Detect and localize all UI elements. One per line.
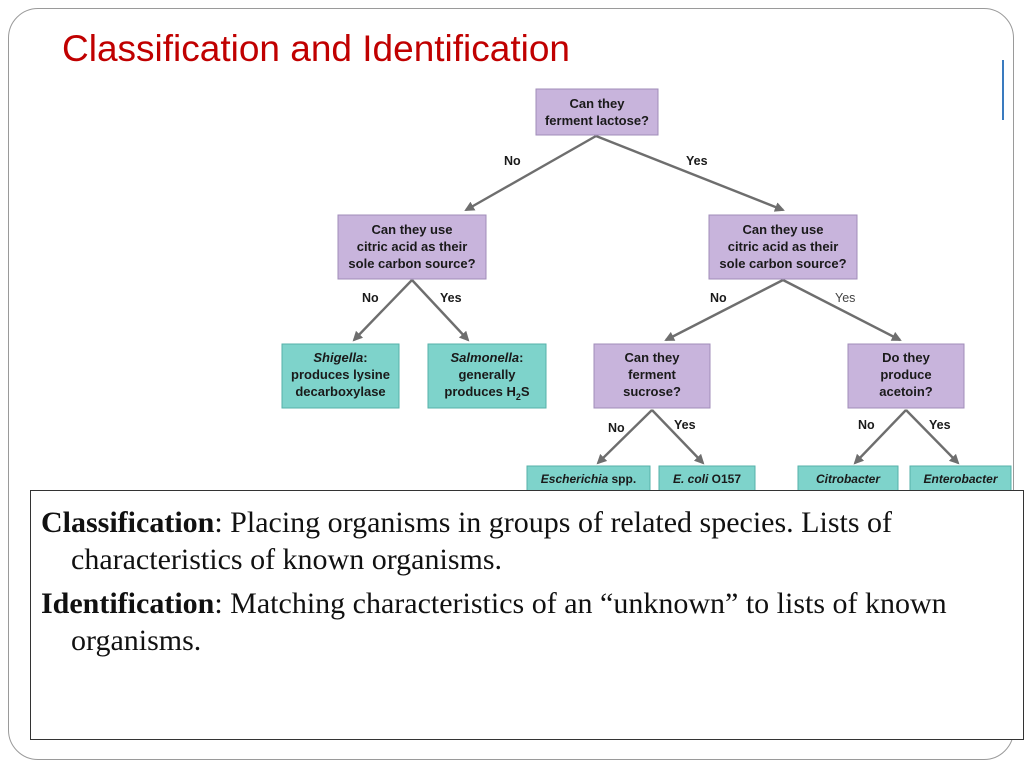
classification-term: Classification [41, 506, 215, 539]
leaf-escherichia-spp: spp. [608, 472, 636, 486]
leaf-escherichia-label: Escherichia spp. [541, 472, 636, 486]
leaf-shigella-genus: Shigella [313, 350, 363, 365]
edge-acetoin-yes [905, 409, 960, 465]
leaf-salmonella-colon: : [519, 350, 523, 365]
node-produce-acetoin-line-1: Do they [882, 350, 930, 365]
label-root-no: No [504, 154, 521, 168]
accent-line [1002, 60, 1004, 120]
leaf-salmonella-line-1: Salmonella: [451, 350, 524, 365]
node-citric-acid-left-line-2: citric acid as their [357, 239, 468, 254]
node-citric-acid-left-line-3: sole carbon source? [348, 256, 475, 271]
edge-acetoin-no [853, 409, 907, 465]
leaf-salmonella-s: S [521, 384, 530, 399]
edge-root-yes [595, 134, 785, 212]
label-sucrose-no: No [608, 421, 625, 435]
node-produce-acetoin: Do they produce acetoin? [847, 343, 965, 409]
node-citric-acid-right: Can they use citric acid as their sole c… [708, 214, 858, 280]
leaf-salmonella-line-2: generally [458, 367, 516, 382]
leaf-citrobacter-label: Citrobacter [816, 472, 881, 486]
edge-right-yes [782, 278, 902, 342]
node-ferment-sucrose-line-3: sucrose? [623, 384, 681, 399]
node-produce-acetoin-line-3: acetoin? [879, 384, 933, 399]
identification-term: Identification [41, 587, 215, 621]
node-ferment-lactose-line-1: Can they [570, 96, 626, 111]
edge-right-no [664, 278, 784, 342]
edge-left-yes [411, 279, 470, 342]
edge-sucrose-yes [651, 409, 705, 465]
node-citric-acid-right-line-1: Can they use [743, 222, 824, 237]
edge-left-no [352, 279, 413, 342]
leaf-shigella-line-3: decarboxylase [295, 384, 385, 399]
leaf-ecoli-strain: O157 [708, 472, 741, 486]
leaf-shigella-line-1: Shigella: [313, 350, 367, 365]
classification-definition: Classification: Placing organisms in gro… [41, 505, 1007, 578]
label-right-yes: Yes [835, 291, 855, 305]
label-sucrose-yes: Yes [674, 418, 696, 432]
node-ferment-sucrose: Can they ferment sucrose? [593, 343, 711, 409]
label-root-yes: Yes [686, 154, 708, 168]
label-acetoin-yes: Yes [929, 418, 951, 432]
leaf-ecoli-o157: E. coli O157 [658, 465, 756, 492]
leaf-salmonella-subscript: 2 [516, 392, 521, 402]
node-citric-acid-left: Can they use citric acid as their sole c… [337, 214, 487, 280]
leaf-escherichia-genus: Escherichia [541, 472, 609, 486]
edge-sucrose-no [596, 409, 653, 465]
leaf-ecoli-label: E. coli O157 [673, 472, 741, 486]
classification-text: : Placing organisms in groups of related… [71, 506, 893, 576]
leaf-enterobacter-label: Enterobacter [923, 472, 998, 486]
node-ferment-sucrose-line-2: ferment [628, 367, 676, 382]
leaf-shigella-colon: : [363, 350, 367, 365]
node-ferment-lactose: Can they ferment lactose? [535, 88, 659, 136]
label-left-no: No [362, 291, 379, 305]
leaf-salmonella: Salmonella: generally produces H2S [427, 343, 547, 409]
node-citric-acid-left-line-1: Can they use [372, 222, 453, 237]
slide-title: Classification and Identification [62, 28, 571, 69]
label-acetoin-no: No [858, 418, 875, 432]
label-right-no: No [710, 291, 727, 305]
identification-text: : Matching characteristics of an “unknow… [71, 587, 947, 657]
node-ferment-lactose-line-2: ferment lactose? [545, 113, 649, 128]
definitions-box: Classification: Placing organisms in gro… [30, 490, 1024, 740]
leaf-citrobacter: Citrobacter [797, 465, 899, 492]
leaf-salmonella-produces-h: produces H [444, 384, 516, 399]
node-ferment-sucrose-line-1: Can they [625, 350, 681, 365]
leaf-salmonella-genus: Salmonella [451, 350, 520, 365]
node-citric-acid-right-line-2: citric acid as their [728, 239, 839, 254]
node-citric-acid-right-line-3: sole carbon source? [719, 256, 846, 271]
identification-definition: Identification: Matching characteristics… [41, 586, 1007, 659]
leaf-salmonella-line-3: produces H2S [444, 384, 530, 402]
label-left-yes: Yes [440, 291, 462, 305]
leaf-shigella: Shigella: produces lysine decarboxylase [281, 343, 400, 409]
leaf-enterobacter: Enterobacter [909, 465, 1012, 492]
identification-flowchart: No Yes No Yes No Yes No Yes No Yes Can t… [281, 88, 1012, 492]
edge-root-no [464, 134, 597, 212]
leaf-ecoli-species: E. coli [673, 472, 709, 486]
node-produce-acetoin-line-2: produce [880, 367, 931, 382]
leaf-shigella-line-2: produces lysine [291, 367, 390, 382]
leaf-escherichia: Escherichia spp. [526, 465, 651, 492]
